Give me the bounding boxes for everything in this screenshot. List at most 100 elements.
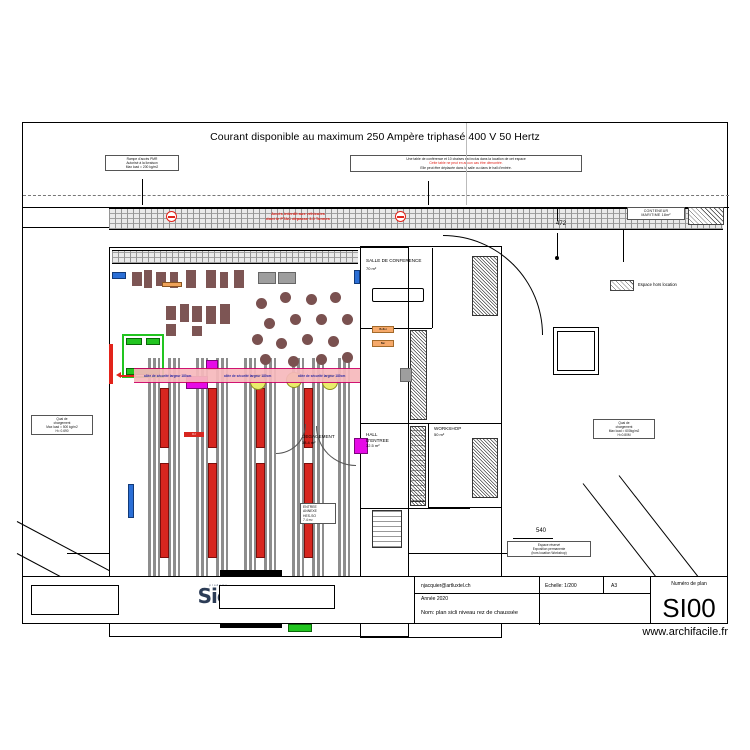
cocktail-table-13	[260, 354, 271, 365]
green-bar-1	[126, 338, 142, 345]
cocktail-table-10	[276, 338, 287, 349]
annexe-name-1: ENTREE	[303, 505, 317, 509]
banquet-table-4	[304, 388, 313, 448]
cocktail-table-15	[316, 354, 327, 365]
buffet-block-7	[220, 272, 228, 288]
sicli-logo-pretext: produits	[23, 583, 414, 587]
room-area-conference: 70 m²	[366, 266, 377, 271]
cocktail-table-5	[264, 318, 275, 329]
exhibit-block-6	[192, 326, 202, 336]
seat-row-1	[148, 358, 160, 578]
exhibit-block-1	[166, 306, 176, 320]
note-ramp-line3: Max load = 200 kg/m2	[125, 165, 159, 170]
note-dock-left: Quai de chargement Max load = 500 kg/m2 …	[31, 415, 93, 435]
no-entry-icon-right	[395, 211, 406, 222]
status-badge-1: DJ	[184, 432, 204, 438]
shaft-hatch-4	[472, 438, 498, 498]
plan-number-value: SI00	[662, 593, 716, 623]
hall-area: 32.5 m²	[366, 443, 380, 449]
dim-472-line-top	[557, 208, 558, 221]
bar-unit-2	[278, 272, 296, 284]
dock-left-1: Quai de	[56, 417, 68, 421]
seat-row-6	[264, 358, 276, 578]
dock-right-3: Max load = 600kg/m2	[608, 429, 640, 433]
note-dock-right: Quai de chargement Max load = 600kg/m2 H…	[593, 419, 655, 439]
reserved-2: Exposition permanente	[532, 547, 566, 551]
banquet-table-5	[160, 463, 169, 558]
banquet-table-7	[256, 463, 265, 558]
site-edge-right	[623, 207, 624, 262]
buffet-block-3	[156, 272, 166, 286]
cocktail-table-7	[316, 314, 327, 325]
exit-indicator-left	[120, 375, 136, 377]
site-line-top	[23, 195, 729, 196]
banquet-table-1	[160, 388, 169, 448]
annex-block-right	[553, 327, 599, 375]
blue-element-2	[354, 270, 360, 284]
seat-row-7	[292, 358, 304, 578]
room-label-conference: SALLE DE CONFERENCE	[366, 258, 421, 264]
dim-472-line-bottom	[557, 233, 558, 259]
seat-row-8	[312, 358, 324, 578]
legend-hatch-label: Espace hors location	[638, 282, 677, 287]
workshop-name: WORKSHOP	[434, 426, 462, 431]
titleblock-div-2	[603, 577, 604, 593]
workshop-area: 50 m²	[434, 431, 445, 437]
cocktail-table-6	[290, 314, 301, 325]
blue-element-1	[112, 272, 126, 279]
titleblock-plan-name: Nom: plan sicli niveau rez de chaussée	[421, 610, 519, 616]
buffet-block-1	[132, 272, 142, 286]
exit-arrow-left	[116, 372, 121, 378]
exhibit-block-4	[192, 306, 202, 322]
note-reserved-space: Espace réservé Exposition permanente (ho…	[507, 541, 591, 557]
title-block: produits Sicli njacquier@artluxtel.ch An…	[22, 576, 728, 625]
shaft-hatch-1	[410, 330, 427, 420]
room-label-workshop: WORKSHOP 50 m²	[434, 426, 461, 437]
titleblock-info-cell: njacquier@artluxtel.ch Année 2020 Nom: p…	[415, 577, 651, 625]
banquet-table-3	[256, 388, 265, 448]
status-badge-3: Bar	[372, 340, 394, 348]
note-conf-line3: Elle peut être déplacée dans la salle ou…	[420, 165, 512, 170]
cocktail-table-1	[256, 298, 267, 309]
buffet-block-6	[206, 270, 216, 288]
wall-conference-east	[432, 248, 434, 328]
titleblock-div-1	[539, 577, 540, 625]
container-hatch-block	[688, 207, 724, 225]
aisle-label-2: allée de sécurité largeur 180cm	[224, 373, 272, 378]
ban-line1: Accès interdit aux véhicules	[271, 211, 325, 216]
wall-conference-south	[360, 328, 432, 330]
no-entry-icon-left	[166, 211, 177, 222]
reserved-1: Espace réservé	[537, 543, 561, 547]
conference-name: SALLE DE CONFERENCE	[366, 258, 422, 263]
status-badge-2: Buffet	[372, 326, 394, 334]
titleblock-email: njacquier@artluxtel.ch	[421, 583, 471, 589]
dock-right-2: chargement	[615, 425, 633, 429]
note-container: CONTENEUR MARITIME 18m²	[627, 207, 685, 220]
note-conf-leader	[428, 181, 429, 205]
buffet-block-2	[144, 270, 152, 288]
seat-row-5	[244, 358, 256, 578]
cocktail-table-4	[330, 292, 341, 303]
container-line1: CONTENEUR	[643, 209, 669, 213]
green-bar-2	[146, 338, 160, 345]
annexe-name-2: ANNEXE	[303, 509, 317, 514]
cocktail-table-9	[252, 334, 263, 345]
dim-540-line	[513, 538, 553, 539]
dock-right-1: Quai de	[618, 421, 630, 425]
titleblock-scale: Echelle: 1/200	[545, 583, 577, 589]
room-label-hall: HALL D'ENTREE 32.5 m²	[366, 432, 389, 448]
street-line	[23, 207, 729, 208]
workshop-outline	[428, 423, 502, 508]
seat-row-9	[338, 358, 350, 578]
dock-left-4: H= 0.690	[55, 429, 69, 433]
drawing-frame: Courant disponible au maximum 250 Ampère…	[16, 122, 729, 638]
aisle-label-3: allée de sécurité largeur 180cm	[298, 373, 346, 378]
banquet-table-2	[208, 388, 217, 448]
ban-line2: dont le PTAC dépasse 3.5 Tonnes	[266, 216, 330, 222]
titleblock-div-3	[415, 593, 651, 594]
seat-row-3	[196, 358, 208, 578]
note-conf-line2: Cette table ne peut en aucun cas être dé…	[429, 161, 503, 166]
dock-right-4: H=0.80M	[617, 433, 631, 437]
dim-472-marker	[555, 256, 559, 260]
